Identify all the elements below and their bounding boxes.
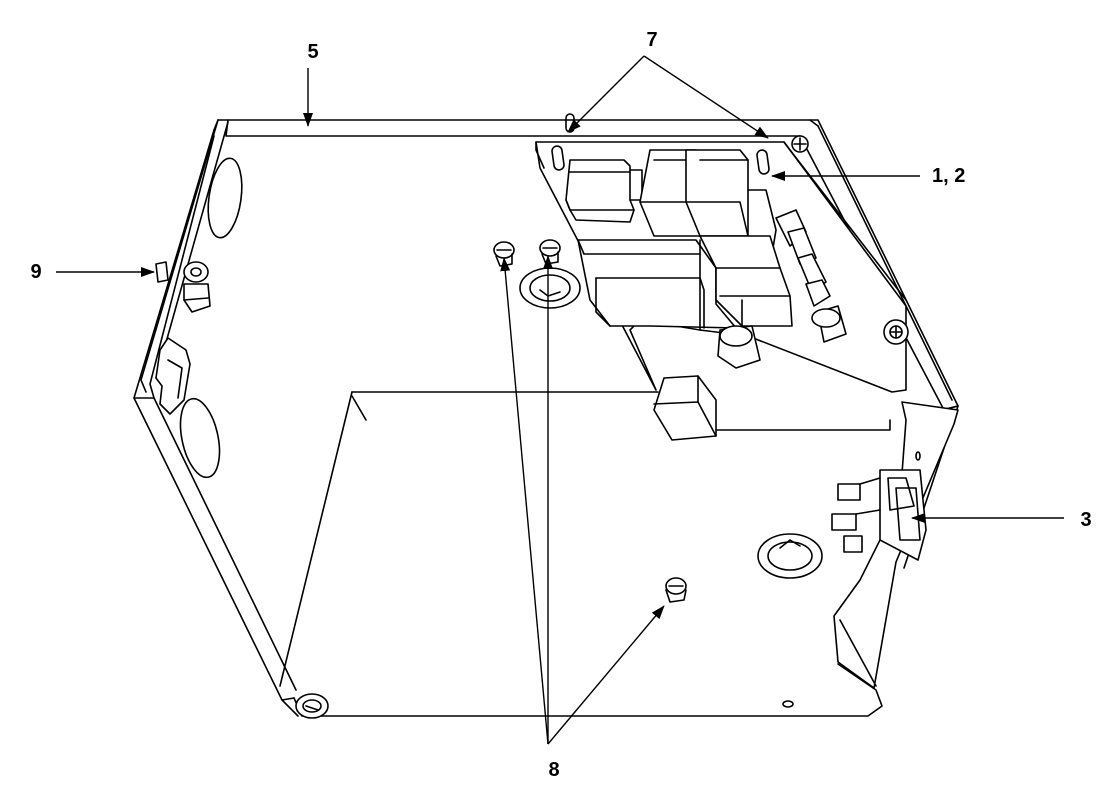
leader-7a [567, 55, 645, 133]
capacitors [717, 209, 847, 369]
ground-stud [155, 261, 211, 313]
leader-7b [643, 55, 769, 139]
callout-labels: 5 7 1, 2 9 3 8 [30, 29, 1091, 781]
callout-9: 9 [30, 261, 41, 283]
power-switch [831, 469, 927, 561]
callout-1-2: 1, 2 [932, 165, 965, 187]
callout-8: 8 [548, 759, 559, 781]
standoff-3 [665, 577, 687, 603]
circuit-board-assembly [535, 113, 909, 441]
leader-lines [56, 55, 1064, 745]
callout-3: 3 [1080, 509, 1091, 531]
callout-7: 7 [646, 29, 657, 51]
callout-5: 5 [307, 41, 318, 63]
standoffs [493, 239, 687, 603]
standoff-2 [539, 239, 561, 265]
leader-8c [547, 605, 665, 745]
leader-8a [500, 257, 549, 745]
